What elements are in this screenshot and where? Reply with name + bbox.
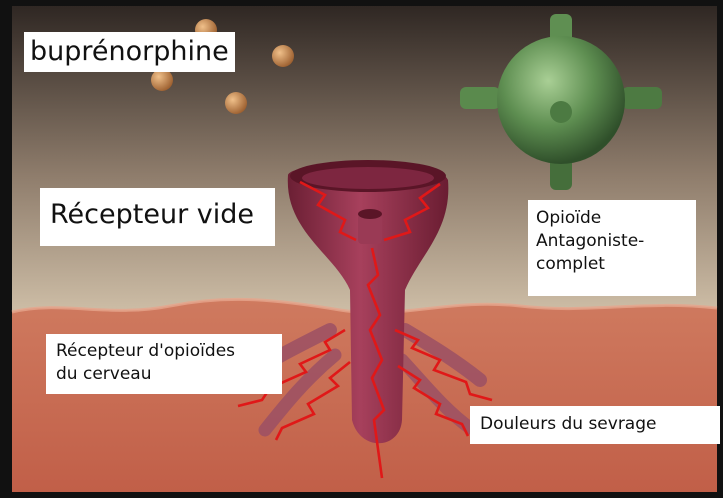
brain-receptor-label: Récepteur d'opioïdes du cerveau	[46, 334, 282, 394]
brain-receptor-line-1: Récepteur d'opioïdes	[56, 340, 272, 363]
withdrawal-pain-text: Douleurs du sevrage	[480, 414, 656, 434]
empty-receptor-label: Récepteur vide	[40, 188, 275, 246]
buprenorphine-text: buprénorphine	[30, 36, 229, 67]
buprenorphine-molecule	[272, 45, 294, 67]
buprenorphine-label: buprénorphine	[24, 32, 235, 72]
buprenorphine-molecule	[225, 92, 247, 114]
antagonist-line-2: Antagoniste-	[536, 230, 688, 253]
buprenorphine-molecule	[151, 69, 173, 91]
antagonist-line-1: Opioïde	[536, 207, 688, 230]
empty-receptor-text: Récepteur vide	[50, 199, 254, 230]
brain-receptor-line-2: du cerveau	[56, 363, 272, 386]
antagonist-label: Opioïde Antagoniste- complet	[528, 200, 696, 296]
withdrawal-pain-label: Douleurs du sevrage	[470, 406, 720, 444]
antagonist-line-3: complet	[536, 253, 688, 276]
